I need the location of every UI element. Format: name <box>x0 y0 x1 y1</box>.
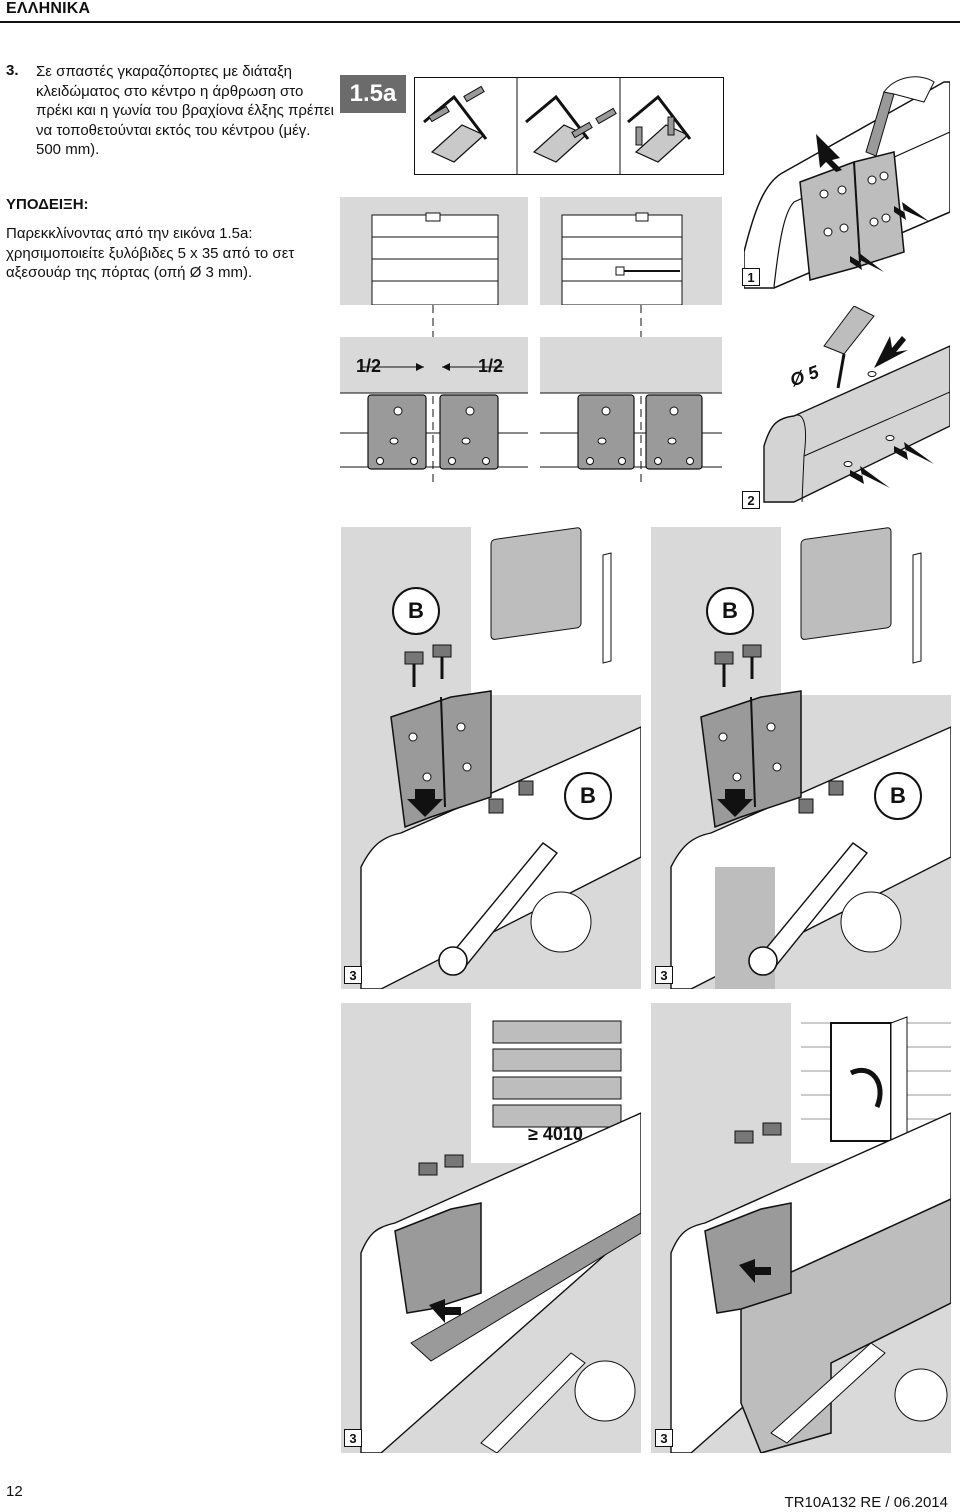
step-box-3d: 3 <box>655 1429 673 1447</box>
reinforcement-panel-right <box>651 1003 951 1453</box>
screw-label-b-4: B <box>874 772 922 820</box>
step-number: 3. <box>6 62 19 79</box>
screw-label-b-1: B <box>392 587 440 635</box>
page-number: 12 <box>6 1483 23 1500</box>
door-elevation-offset <box>540 197 722 305</box>
hinge-pair-detail-centered <box>340 337 528 470</box>
note-heading: ΥΠΟΔΕΙΞΗ: <box>6 196 89 213</box>
drilling-step-2 <box>763 306 950 503</box>
hinge-mount-step-1 <box>744 76 950 289</box>
figure-label: 1.5a <box>340 75 406 113</box>
step-box-3c: 3 <box>344 1429 362 1447</box>
hinge-pair-detail-offset <box>540 337 722 470</box>
language-header: ΕΛΛΗΝΙΚΑ <box>6 0 91 17</box>
dimension-label: ≥ 4010 <box>528 1124 583 1144</box>
door-elevation-centered <box>340 197 528 305</box>
reinforcement-panel-left <box>341 1003 641 1453</box>
half-label-right: 1/2 <box>478 356 504 376</box>
half-label-left: 1/2 <box>356 356 382 376</box>
screw-label-b-3: B <box>706 587 754 635</box>
header-rule <box>0 21 960 23</box>
hinge-variants-strip <box>414 77 724 175</box>
step-box-1: 1 <box>742 268 760 286</box>
document-code: TR10A132 RE / 06.2014 <box>784 1494 948 1511</box>
screw-fixing-panel-right <box>651 527 951 989</box>
step-box-2: 2 <box>742 491 760 509</box>
screw-fixing-panel-left <box>341 527 641 989</box>
centerline-guides <box>432 305 642 485</box>
step-box-3a: 3 <box>344 966 362 984</box>
note-text: Παρεκκλίνοντας από την εικόνα 1.5a: χρησ… <box>6 225 295 281</box>
step-box-3b: 3 <box>655 966 673 984</box>
screw-label-b-2: B <box>564 772 612 820</box>
step-text: Σε σπαστές γκαραζόπορτες με διάταξη κλει… <box>36 63 334 158</box>
